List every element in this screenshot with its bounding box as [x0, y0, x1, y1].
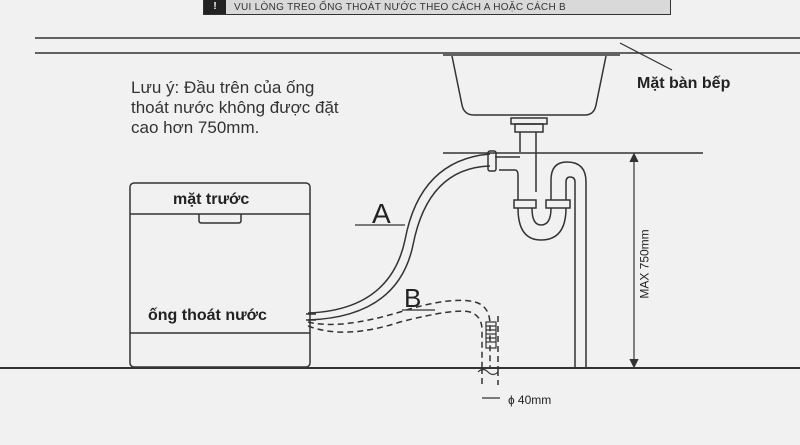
option-a-label: A — [372, 198, 391, 229]
drain-hose-a — [307, 150, 497, 321]
drain-hose-label: ống thoát nước — [148, 307, 267, 324]
max-height-dimension — [629, 152, 639, 369]
pipe-diameter-label: ɸ 40mm — [508, 393, 552, 407]
drain-hose-b — [307, 299, 499, 385]
dishwasher — [129, 182, 316, 368]
siphon-trap — [495, 156, 587, 368]
max-height-label: MAX 750mm — [637, 229, 652, 299]
countertop-label: Mặt bàn bếp — [637, 75, 731, 92]
warning-banner: ! VUI LÒNG TREO ỐNG THOÁT NƯỚC THEO CÁCH… — [203, 0, 671, 15]
warning-banner-text: VUI LÒNG TREO ỐNG THOÁT NƯỚC THEO CÁCH A… — [234, 1, 567, 13]
option-b-label: B — [404, 283, 422, 313]
warning-icon: ! — [204, 0, 226, 14]
countertop — [35, 37, 800, 71]
floor-drain-grill — [477, 321, 500, 399]
front-label: mặt trước — [173, 191, 250, 208]
sink — [443, 54, 620, 192]
note-text: Lưu ý: Đầu trên của ống thoát nước không… — [131, 78, 339, 137]
